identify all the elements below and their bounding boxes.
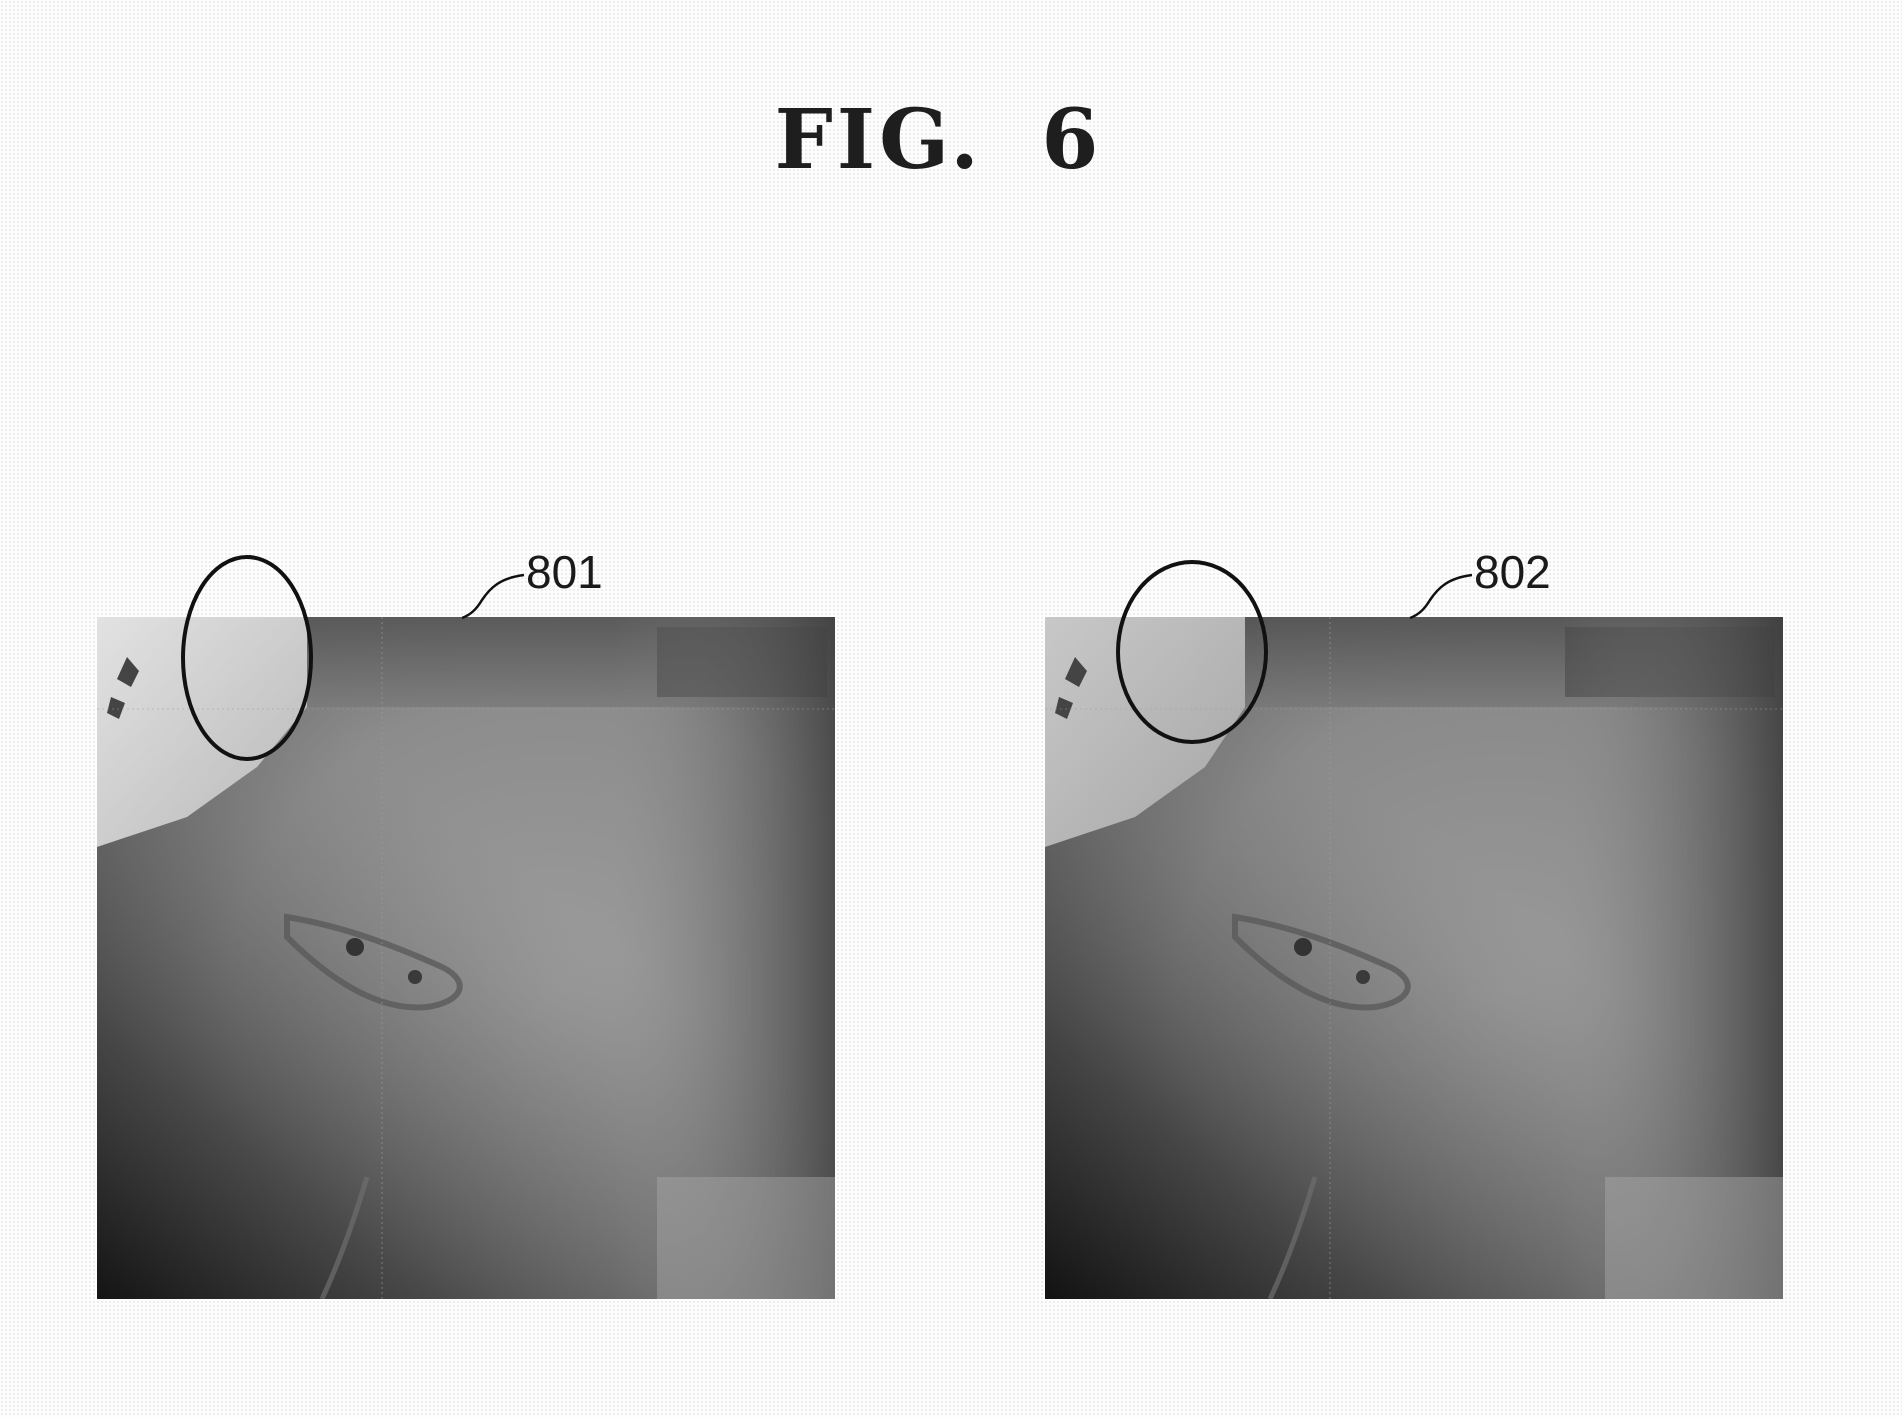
photo-panel-802 xyxy=(1045,617,1783,1299)
grayscale-photo-801 xyxy=(97,617,835,1299)
reference-label-802: 802 xyxy=(1474,545,1551,599)
reference-label-801: 801 xyxy=(526,545,603,599)
grayscale-photo-802 xyxy=(1045,617,1783,1299)
photo-panel-801 xyxy=(97,617,835,1299)
leader-line-icon xyxy=(1410,575,1472,618)
leader-line-icon xyxy=(462,575,524,618)
figure-title: FIG. 6 xyxy=(0,92,1877,188)
